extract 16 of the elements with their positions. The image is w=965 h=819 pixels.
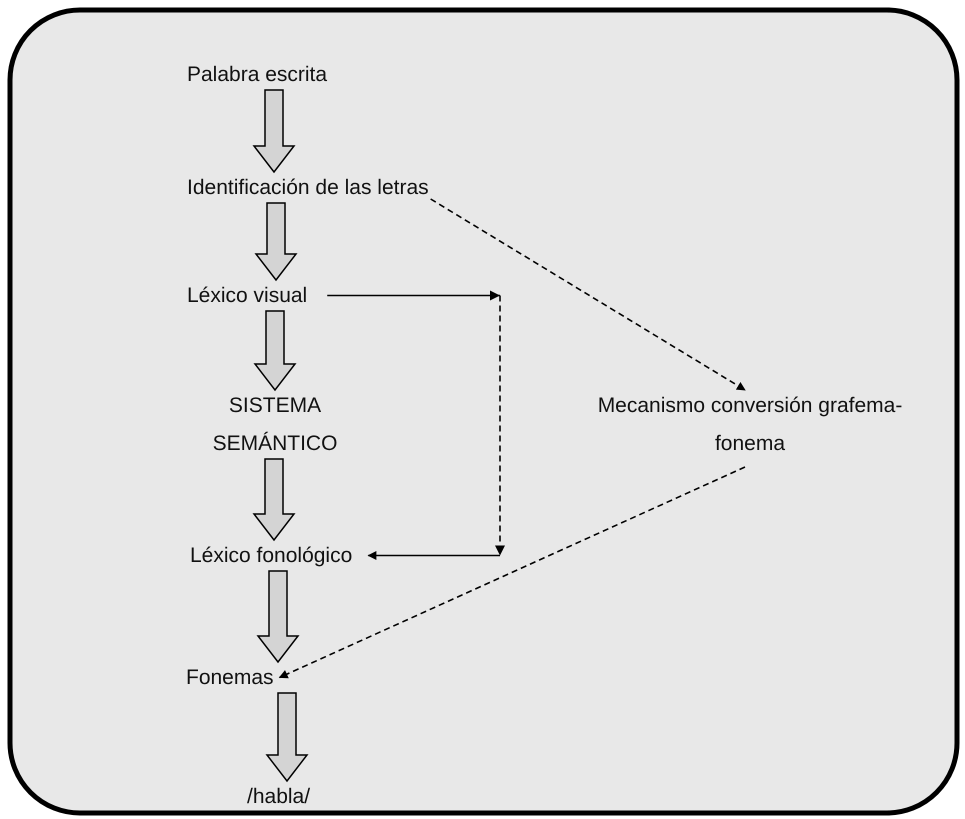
block-arrow <box>256 570 300 664</box>
dashed-arrow <box>430 198 746 391</box>
block-arrow <box>253 310 297 392</box>
node-label: SISTEMA SEMÁNTICO <box>212 394 338 455</box>
node-label: Léxico fonológico <box>190 544 352 567</box>
node-label: /habla/ <box>247 785 310 808</box>
block-arrow <box>252 89 296 174</box>
node-label: Palabra escrita <box>187 63 328 86</box>
node-label: Léxico visual <box>187 284 308 307</box>
block-arrow <box>252 458 296 542</box>
node-label: Identificación de las letras <box>187 176 429 199</box>
node-label: Fonemas <box>186 666 274 689</box>
node-label: Mecanismo conversión grafema-fonema <box>598 394 902 455</box>
block-arrow <box>254 202 298 282</box>
block-arrow <box>265 692 309 782</box>
dashed-arrow <box>278 466 746 678</box>
